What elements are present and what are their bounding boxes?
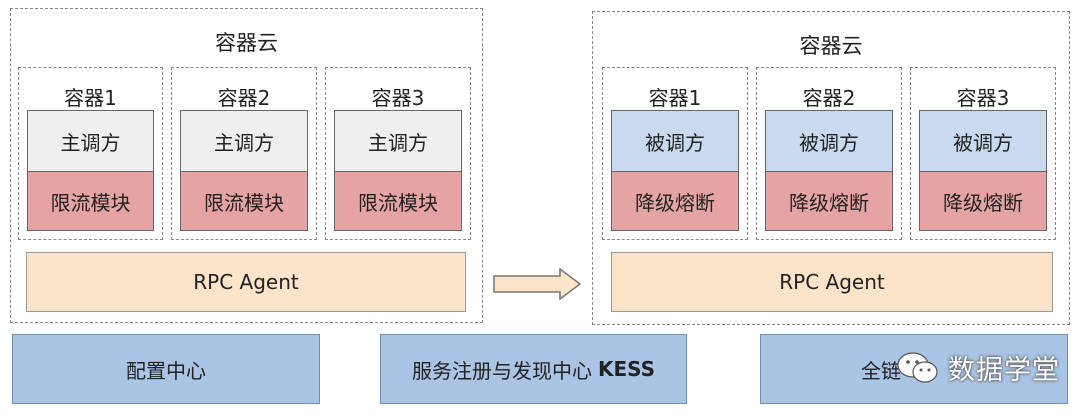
right-container-1-label: 容器1 xyxy=(648,86,702,110)
right-circuit-breaker-1: 降级熔断 xyxy=(611,171,739,231)
right-container-3-label: 容器3 xyxy=(956,86,1010,110)
service-registry-name: KESS xyxy=(597,357,656,381)
right-callee-1: 被调方 xyxy=(611,110,739,172)
left-ratelimit-module-3: 限流模块 xyxy=(334,171,462,231)
left-ratelimit-module-2: 限流模块 xyxy=(180,171,308,231)
left-cloud-title: 容器云 xyxy=(215,31,278,55)
right-container-2-label: 容器2 xyxy=(802,86,856,110)
left-caller-1: 主调方 xyxy=(27,110,154,172)
left-container-1-label: 容器1 xyxy=(64,86,117,110)
left-container-2-label: 容器2 xyxy=(217,86,271,110)
right-callee-3: 被调方 xyxy=(919,110,1047,172)
right-callee-2: 被调方 xyxy=(765,110,893,172)
watermark: 数据学堂 xyxy=(896,348,1060,387)
arrow-right-icon xyxy=(493,267,582,301)
right-rpc-agent: RPC Agent xyxy=(611,252,1053,312)
config-center: 配置中心 xyxy=(12,334,320,404)
left-caller-3: 主调方 xyxy=(334,110,462,172)
right-circuit-breaker-3: 降级熔断 xyxy=(919,171,1047,231)
wechat-icon xyxy=(897,351,938,383)
right-cloud-title: 容器云 xyxy=(799,34,863,58)
left-ratelimit-module-1: 限流模块 xyxy=(27,171,154,231)
watermark-text: 数据学堂 xyxy=(948,355,1060,386)
left-container-3-label: 容器3 xyxy=(371,86,425,110)
left-rpc-agent: RPC Agent xyxy=(26,252,466,312)
left-caller-2: 主调方 xyxy=(180,110,308,172)
right-circuit-breaker-2: 降级熔断 xyxy=(765,171,893,231)
full-link-monitor-label: 全链 xyxy=(861,358,901,383)
service-registry-label: 服务注册与发现中心 xyxy=(411,358,592,383)
